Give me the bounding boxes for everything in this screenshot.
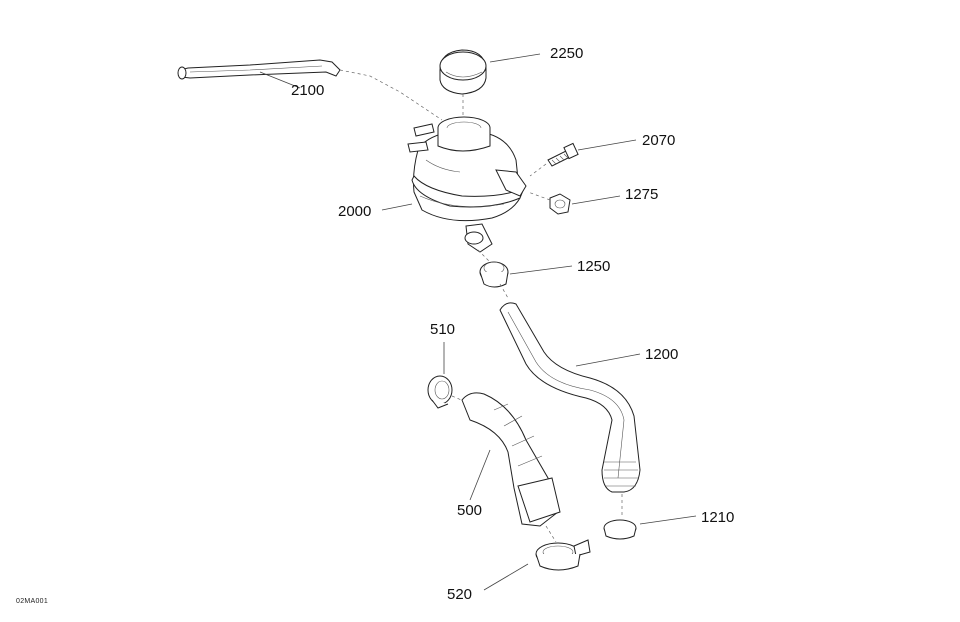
callout-2070: 2070 <box>642 132 676 149</box>
callout-1200: 1200 <box>645 346 679 363</box>
screw-2070 <box>529 142 579 177</box>
callout-2250: 2250 <box>550 45 584 62</box>
nut-1275 <box>527 191 571 215</box>
callout-1250: 1250 <box>577 258 611 275</box>
callout-500: 500 <box>457 502 483 519</box>
callout-510: 510 <box>430 321 456 338</box>
coolant-tank-2000 <box>407 116 527 253</box>
callout-1210: 1210 <box>701 509 735 526</box>
clamp-510 <box>427 375 467 409</box>
clamp-1210 <box>603 494 637 540</box>
leader-lines <box>259 53 697 591</box>
figure-reference: 02MA001 <box>16 598 49 605</box>
clamp-520 <box>535 539 591 571</box>
callout-520: 520 <box>447 586 473 603</box>
pressure-cap-2250 <box>439 49 487 122</box>
callout-2000: 2000 <box>338 203 372 220</box>
vent-hose-2100 <box>177 59 443 121</box>
callout-2100: 2100 <box>291 82 325 99</box>
clamp-1250 <box>477 249 509 299</box>
hose-1200 <box>499 302 641 493</box>
hose-500 <box>461 392 561 543</box>
callout-1275: 1275 <box>625 186 659 203</box>
